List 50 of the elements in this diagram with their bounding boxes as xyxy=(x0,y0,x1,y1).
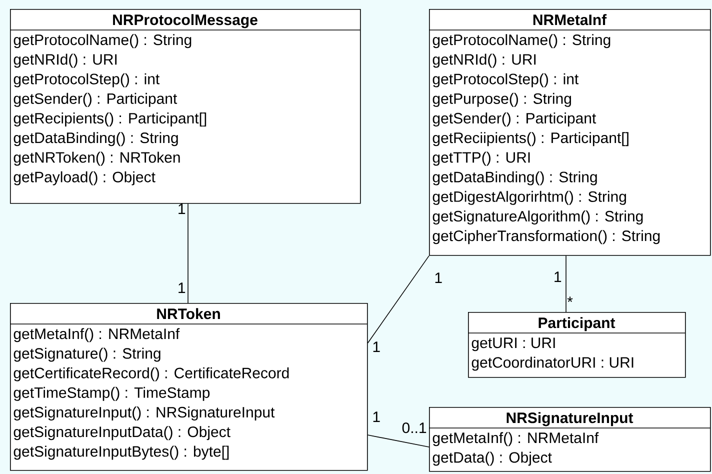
method-signature: getRecipients() : Participant[] xyxy=(14,112,206,126)
class-box xyxy=(468,312,686,378)
multiplicity: * xyxy=(567,296,573,302)
multiplicity: 1 xyxy=(178,204,186,214)
method-signature: getMetaInf() : NRMetaInf xyxy=(432,432,599,446)
multiplicity: 1 xyxy=(373,342,380,352)
method-signature: getSignatureInputBytes() : byte[] xyxy=(14,446,229,460)
method-signature: getPurpose() : String xyxy=(432,92,571,107)
method-signature: getProtocolName() : String xyxy=(14,34,192,48)
method-signature: getCoordinatorURI : URI xyxy=(472,356,634,371)
method-signature: getCertificateRecord() : CertificateRecord xyxy=(14,367,289,382)
method-signature: getSignature() : String xyxy=(14,348,160,362)
association-line xyxy=(367,255,430,344)
multiplicity: 0..1 xyxy=(402,422,426,434)
multiplicity: 1 xyxy=(373,412,380,422)
method-signature: getSender() : Participant xyxy=(432,112,596,126)
method-signature: getDataBinding() : String xyxy=(432,171,597,186)
method-signature: getProtocolStep() : int xyxy=(14,73,160,88)
method-signature: getData() : Object xyxy=(432,452,552,466)
method-signature: getTTP() : URI xyxy=(432,152,530,166)
class-name: NRMetaInf xyxy=(533,14,607,26)
class-name: NRSignatureInput xyxy=(506,412,634,426)
class-name: NRToken xyxy=(157,308,220,320)
multiplicity: 1 xyxy=(554,272,562,282)
method-signature: getSignatureInputData() : Object xyxy=(14,426,230,440)
method-signature: getPayload() : Object xyxy=(14,171,156,186)
method-signature: getProtocolStep() : int xyxy=(432,73,579,88)
method-signature: getTimeStamp() : TimeStamp xyxy=(14,386,210,401)
method-signature: getNRId() : URI xyxy=(14,54,117,68)
class-name: NRProtocolMessage xyxy=(113,14,258,28)
method-signature: getCipherTransformation() : String xyxy=(432,230,660,244)
method-signature: getSender() : Participant xyxy=(14,92,178,107)
class-box xyxy=(10,9,361,204)
method-signature: getMetaInf() : NRMetaInf xyxy=(14,328,180,342)
class-box xyxy=(428,407,711,472)
method-signature: getNRId() : URI xyxy=(432,54,536,68)
multiplicity: 1 xyxy=(435,272,442,283)
association-line xyxy=(367,434,430,448)
class-box xyxy=(428,9,711,256)
method-signature: getURI : URI xyxy=(472,338,555,352)
method-signature: getSignatureInput() : NRSignatureInput xyxy=(14,406,275,420)
method-signature: getReciipients() : Participant[] xyxy=(432,132,628,146)
method-signature: getDigestAlgorirhtm() : String xyxy=(432,190,626,205)
method-signature: getNRToken() : NRToken xyxy=(14,152,180,166)
class-name: Participant xyxy=(538,317,616,332)
method-signature: getProtocolName() : String xyxy=(432,34,610,48)
method-signature: getDataBinding() : String xyxy=(14,132,178,146)
method-signature: getSignatureAlgorithm() : String xyxy=(432,210,643,224)
multiplicity: 1 xyxy=(178,282,186,293)
class-box xyxy=(10,303,368,471)
